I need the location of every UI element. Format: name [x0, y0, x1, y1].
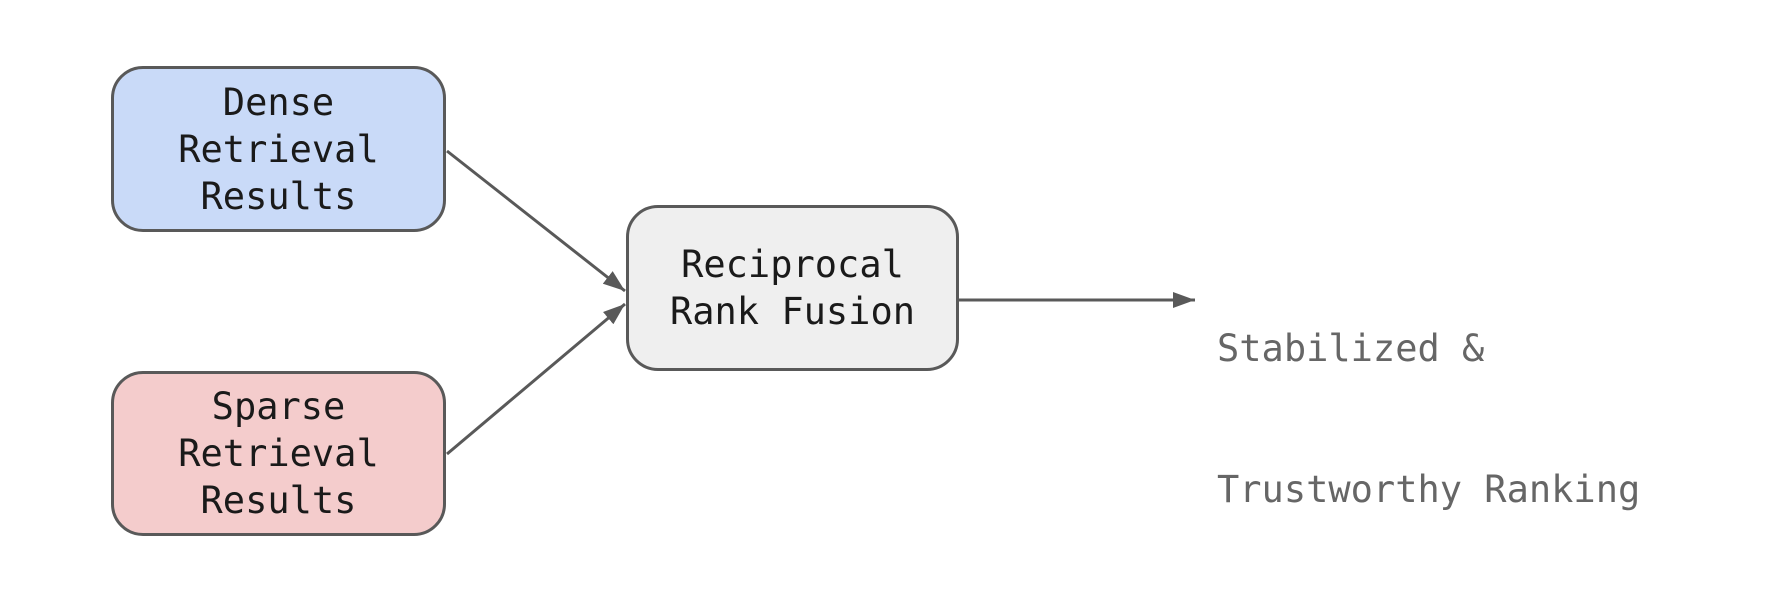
node-label-line: Sparse — [211, 385, 346, 428]
node-label-line: Results — [200, 479, 357, 522]
arrow-sparse-to-fusion — [446, 302, 626, 456]
arrow-dense-to-fusion — [446, 149, 626, 293]
output-label-line: Stabilized & — [1217, 327, 1485, 370]
node-label-line: Retrieval — [178, 432, 379, 475]
node-label-line: Reciprocal — [681, 243, 904, 286]
node-dense-retrieval-results: Dense Retrieval Results — [111, 66, 446, 232]
node-sparse-retrieval-results: Sparse Retrieval Results — [111, 371, 446, 536]
node-reciprocal-rank-fusion: Reciprocal Rank Fusion — [626, 205, 959, 371]
node-label-line: Rank Fusion — [669, 290, 916, 333]
node-label-line: Results — [200, 174, 357, 218]
node-label-line: Dense — [222, 80, 335, 124]
node-label-line: Retrieval — [178, 127, 379, 171]
output-label-line: Trustworthy Ranking — [1217, 468, 1641, 511]
output-label: Stabilized & Trustworthy Ranking — [1217, 231, 1640, 594]
